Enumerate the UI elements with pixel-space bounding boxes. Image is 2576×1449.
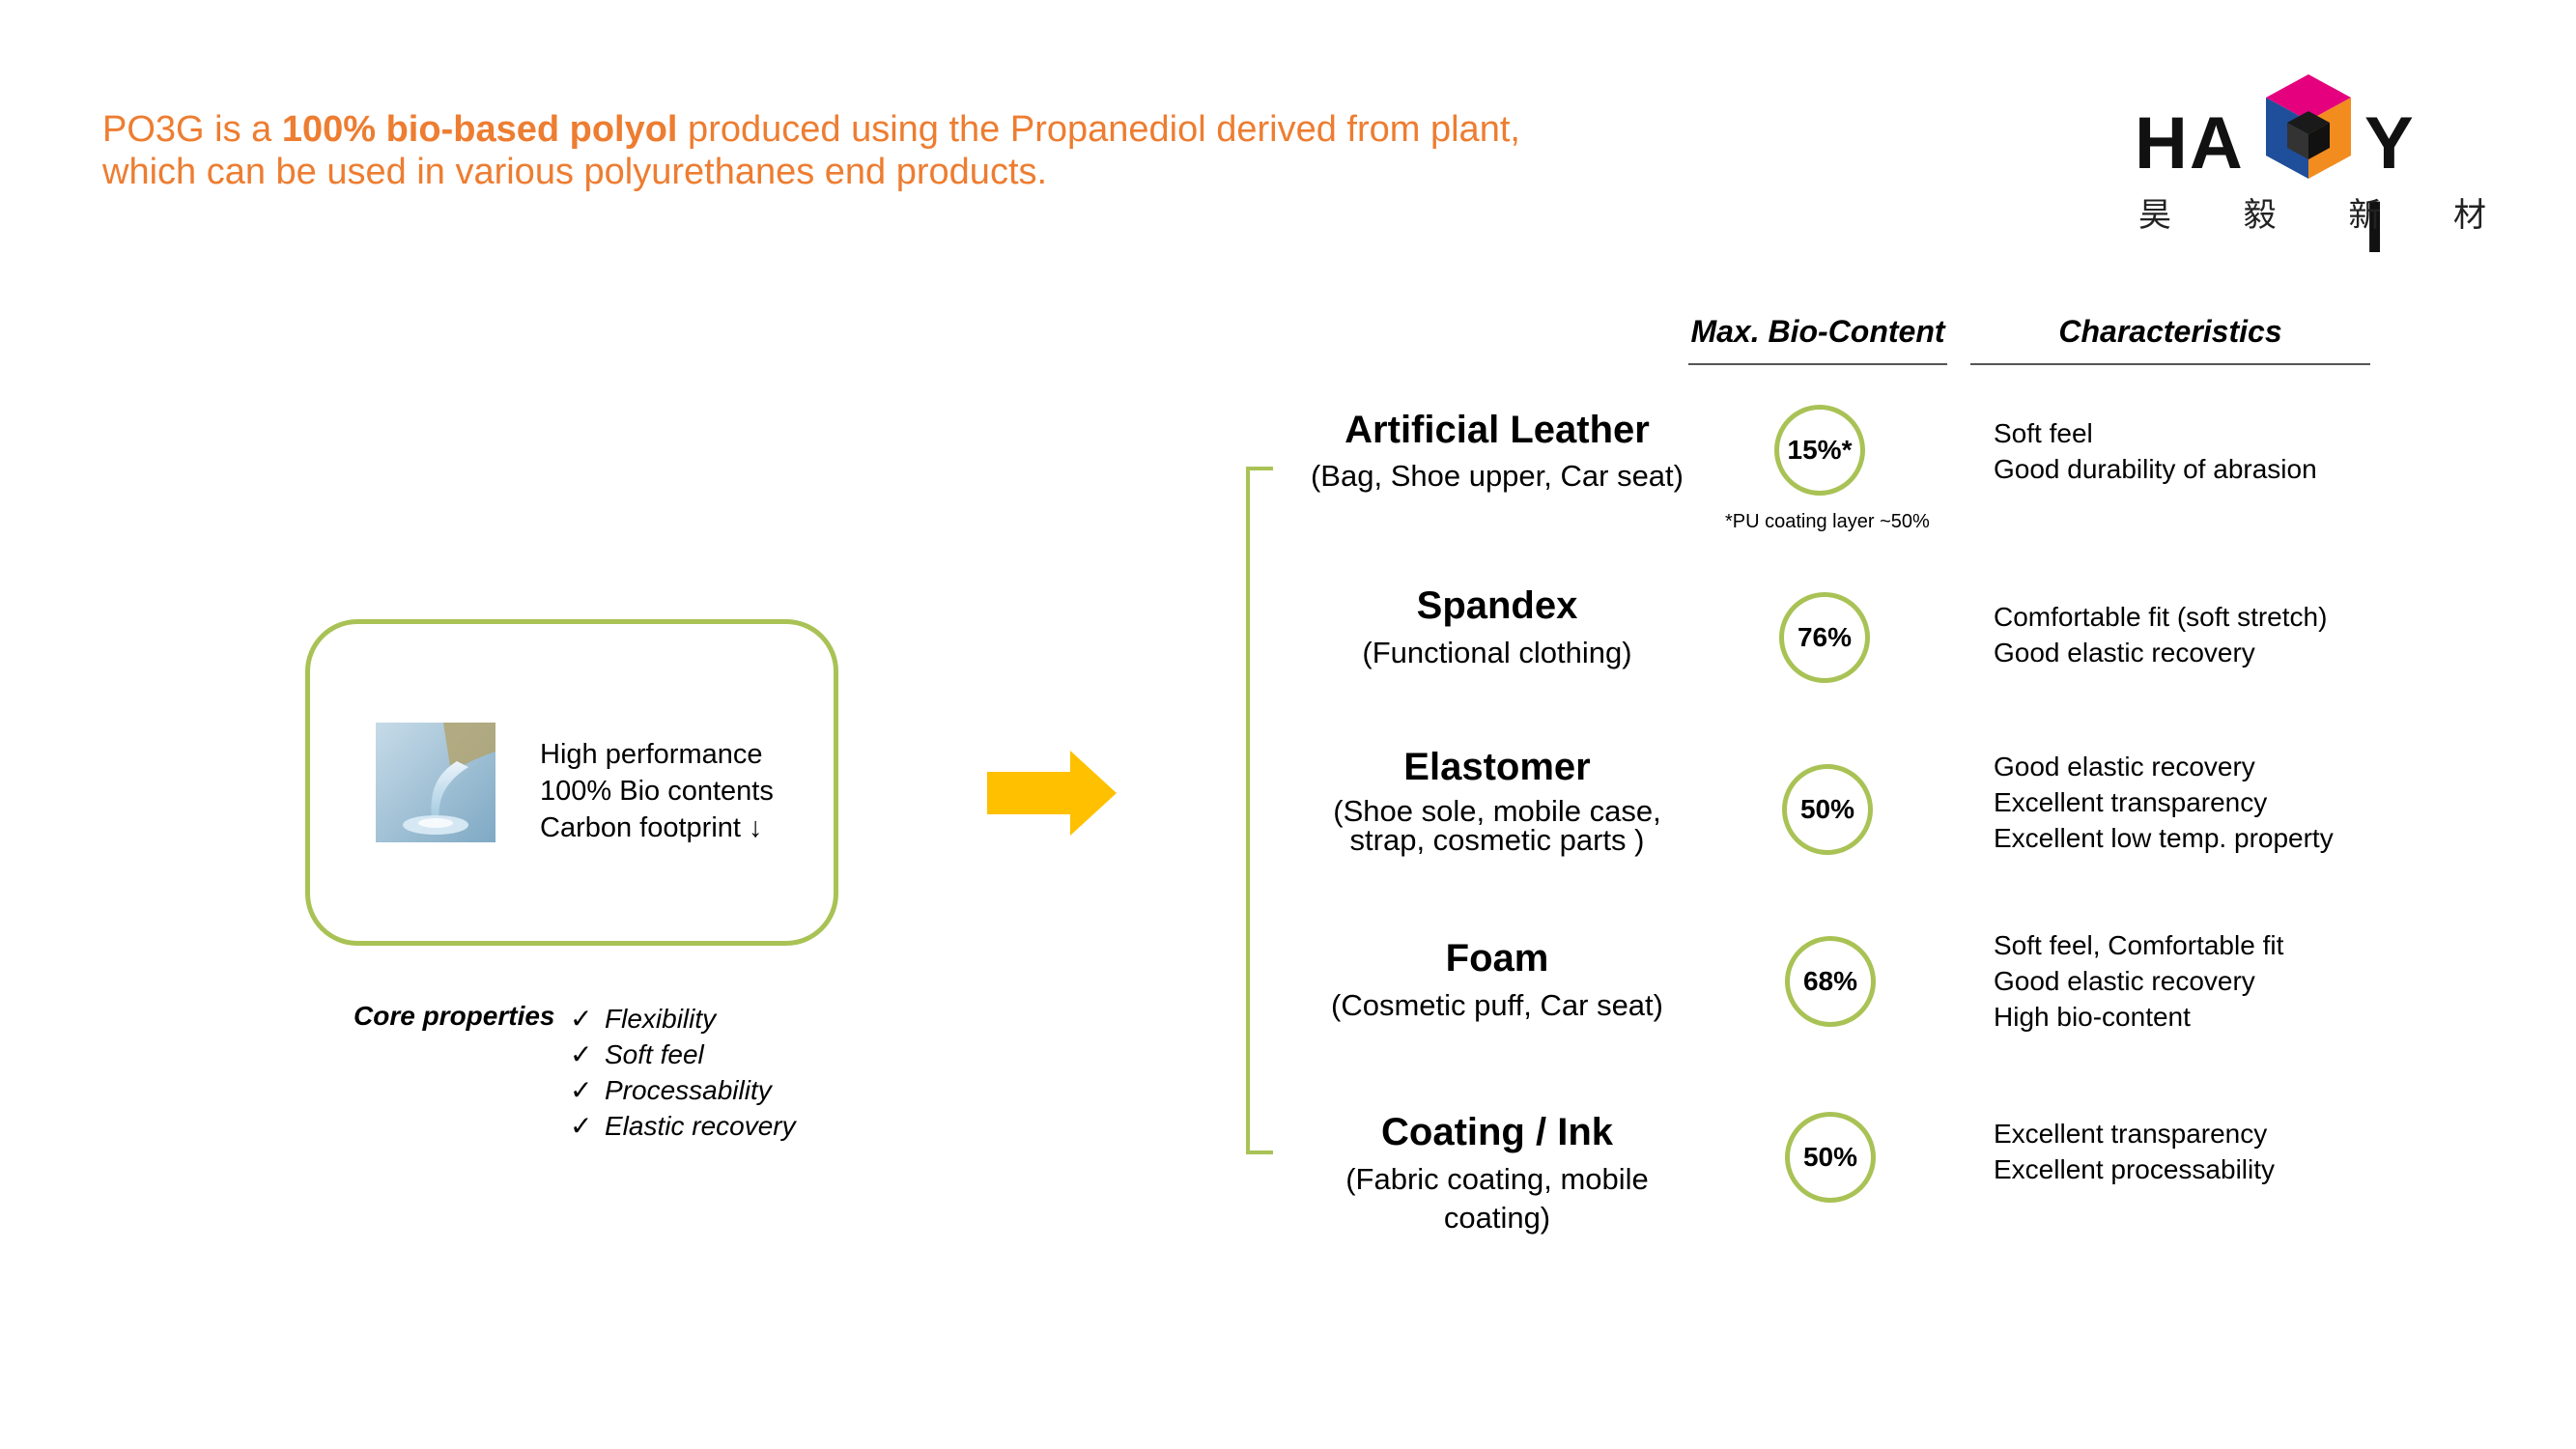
footnote: *PU coating layer ~50% bbox=[1725, 511, 1930, 532]
application-title: Elastomer bbox=[1403, 746, 1591, 788]
application-title: Spandex bbox=[1416, 584, 1578, 627]
cube-logo-icon bbox=[2266, 74, 2351, 179]
application-title: Artificial Leather bbox=[1345, 409, 1650, 451]
headline-line-2: which can be used in various polyurethan… bbox=[102, 152, 1048, 192]
characteristics-list: Good elastic recovery Excellent transpar… bbox=[1994, 752, 2334, 853]
check-icon: ✓ bbox=[570, 1075, 593, 1105]
characteristics-list: Soft feel Good durability of abrasion bbox=[1994, 418, 2317, 484]
bio-content-badge: 50% bbox=[1782, 764, 1873, 855]
core-properties-box bbox=[305, 619, 838, 946]
check-icon: ✓ bbox=[570, 1039, 593, 1069]
core-box-line: 100% Bio contents bbox=[540, 776, 774, 807]
application-subtitle: (Fabric coating, mobile coating) bbox=[1345, 1162, 1649, 1235]
check-icon: ✓ bbox=[570, 1111, 593, 1141]
core-box-line: High performance bbox=[540, 739, 763, 770]
list-item: ✓Soft feel bbox=[570, 1037, 796, 1072]
core-box-line: Carbon footprint ↓ bbox=[540, 812, 763, 843]
right-arrow-icon bbox=[987, 751, 1117, 836]
application-title: Foam bbox=[1445, 937, 1549, 980]
characteristics-list: Comfortable fit (soft stretch) Good elas… bbox=[1994, 602, 2328, 668]
characteristics-list: Soft feel, Comfortable fit Good elastic … bbox=[1994, 930, 2284, 1032]
logo-chinese-name: 昊 毅 新 材 bbox=[2138, 196, 2486, 235]
headline-line-1: PO3G is a 100% bio-based polyol produced… bbox=[102, 109, 1520, 150]
list-item: ✓Elastic recovery bbox=[570, 1108, 796, 1144]
list-item: ✓Flexibility bbox=[570, 1001, 796, 1037]
bio-content-badge: 15%* bbox=[1774, 405, 1865, 496]
bracket-divider bbox=[1246, 467, 1273, 1154]
application-subtitle: (Shoe sole, mobile case, strap, cosmetic… bbox=[1333, 794, 1661, 857]
bio-content-header: Max. Bio-Content bbox=[1688, 314, 1947, 365]
characteristics-header: Characteristics bbox=[1970, 314, 2370, 365]
headline-highlight: 100% bio-based polyol bbox=[281, 109, 678, 150]
company-logo: HA Y I 昊 毅 新 材 bbox=[2135, 72, 2492, 269]
bio-content-badge: 76% bbox=[1779, 592, 1870, 683]
bio-content-badge: 68% bbox=[1785, 936, 1876, 1027]
characteristics-list: Excellent transparency Excellent process… bbox=[1994, 1119, 2276, 1184]
application-title: Coating / Ink bbox=[1381, 1111, 1613, 1153]
logo-text-right: Y I bbox=[2364, 102, 2446, 269]
application-subtitle: (Functional clothing) bbox=[1362, 636, 1632, 669]
liquid-pour-image bbox=[376, 723, 495, 842]
bio-content-badge: 50% bbox=[1785, 1112, 1876, 1203]
logo-text-left: HA bbox=[2135, 102, 2245, 185]
check-icon: ✓ bbox=[570, 1004, 593, 1034]
application-subtitle: (Cosmetic puff, Car seat) bbox=[1331, 988, 1663, 1022]
core-box-text: High performance 100% Bio contents Carbo… bbox=[540, 736, 774, 846]
core-properties-list: ✓Flexibility ✓Soft feel ✓Processability … bbox=[570, 1001, 796, 1144]
headline: PO3G is a 100% bio-based polyol produced… bbox=[102, 108, 1648, 193]
core-properties-label: Core properties bbox=[354, 1001, 555, 1031]
list-item: ✓Processability bbox=[570, 1072, 796, 1108]
application-subtitle: (Bag, Shoe upper, Car seat) bbox=[1310, 459, 1684, 493]
